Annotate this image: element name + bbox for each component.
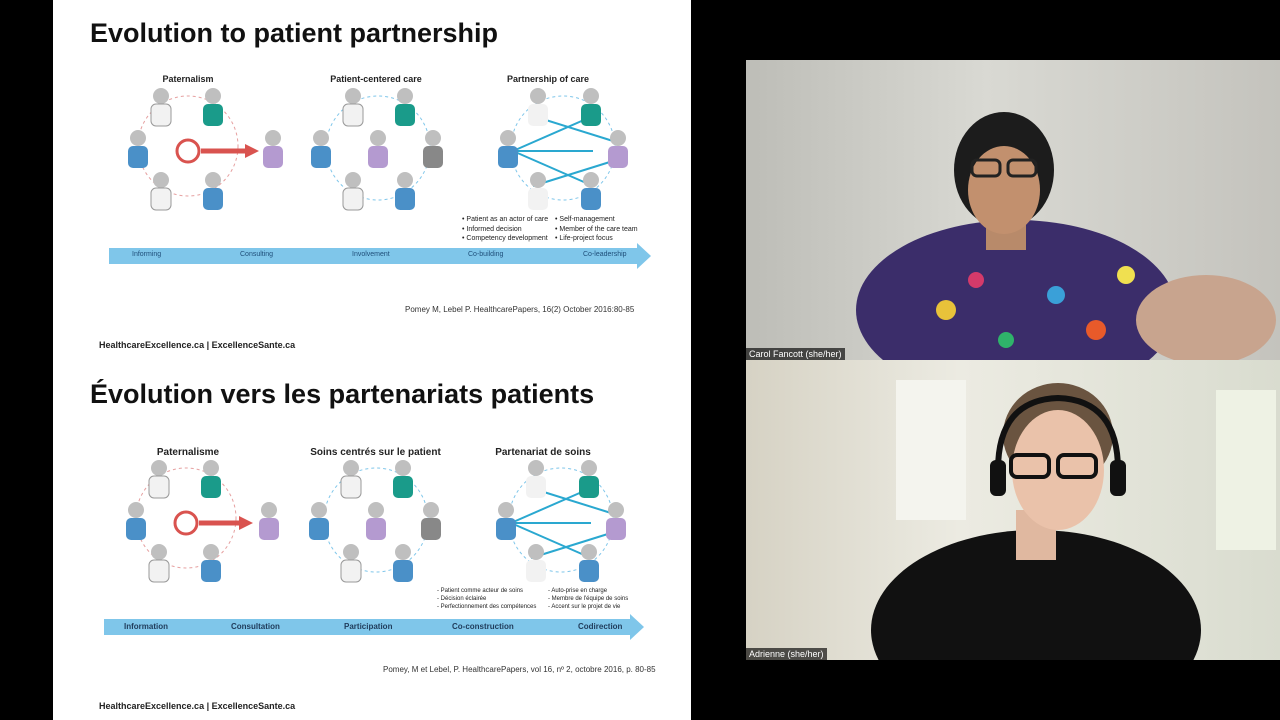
- patient-centered-model: [311, 88, 443, 211]
- participant-video-carol: [856, 112, 1276, 360]
- participant-video-adrienne: [871, 380, 1276, 660]
- slide-title-fr: Évolution vers les partenariats patients: [90, 379, 595, 409]
- column-title-patient-centered: Patient-centered care: [330, 74, 422, 84]
- stage-label: Co-construction: [452, 622, 514, 631]
- footer-fr: HealthcareExcellence.ca | ExcellenceSant…: [99, 701, 296, 711]
- stage-label: Information: [124, 622, 168, 631]
- footer-en: HealthcareExcellence.ca | ExcellenceSant…: [99, 340, 296, 350]
- bullet-item: Auto-prise en charge: [548, 587, 628, 595]
- stage-label: Informing: [132, 251, 162, 258]
- stage-label: Consulting: [240, 251, 274, 258]
- care-models-diagram-fr: [126, 460, 626, 583]
- bullets-right-fr: Auto-prise en charge Membre de l'équipe …: [548, 587, 628, 611]
- bullets-right-en: Self-management Member of the care team …: [555, 215, 638, 244]
- bullet-item: Décision éclairée: [437, 595, 536, 603]
- bullet-item: Perfectionnement des compétences: [437, 603, 537, 611]
- column-title-partenariat: Partenariat de soins: [495, 447, 591, 458]
- partnership-model: [498, 88, 628, 210]
- bullet-item: Accent sur le projet de vie: [548, 603, 628, 611]
- engagement-continuum-arrow-fr: Information Consultation Participation C…: [104, 614, 644, 640]
- bullet-item: Self-management: [555, 215, 638, 225]
- paternalism-model: [126, 460, 279, 583]
- column-title-partnership: Partnership of care: [506, 74, 590, 84]
- bullets-left-fr: Patient comme acteur de soins Décision é…: [437, 587, 537, 611]
- bullet-item: Member of the care team: [555, 225, 637, 235]
- participant-name-label: Adrienne (she/her): [746, 648, 827, 660]
- column-title-paternalisme: Paternalisme: [156, 447, 220, 458]
- patient-centered-model: [309, 460, 441, 583]
- slide-title-en: Evolution to patient partnership: [90, 18, 499, 48]
- stage-label: Co-leadership: [583, 251, 627, 258]
- bullet-item: Patient as an actor of care: [462, 215, 548, 225]
- video-tile-adrienne[interactable]: Adrienne (she/her): [746, 360, 1280, 660]
- video-tile-carol[interactable]: Carol Fancott (she/her): [746, 60, 1280, 360]
- stage-label: Co-building: [468, 251, 504, 258]
- shared-slide: Evolution to patient partnership Paterna…: [53, 0, 691, 720]
- stage-label: Codirection: [578, 622, 623, 631]
- bullet-item: Competency development: [462, 234, 548, 244]
- partnership-model: [496, 460, 626, 582]
- paternalism-model: [128, 88, 283, 211]
- stage-label: Consultation: [231, 622, 280, 631]
- column-title-soins-centres: Soins centrés sur le patient: [310, 447, 441, 458]
- bullet-item: Patient comme acteur de soins: [437, 587, 536, 595]
- citation-fr: Pomey, M et Lebel, P. HealthcarePapers, …: [383, 665, 656, 674]
- stage-label: Participation: [344, 622, 393, 631]
- stage-label: Involvement: [352, 251, 390, 258]
- care-models-diagram-en: [128, 88, 628, 211]
- engagement-continuum-arrow-en: Informing Consulting Involvement Co-buil…: [109, 243, 651, 269]
- bullet-item: Life-project focus: [555, 234, 638, 244]
- citation-en: Pomey M, Lebel P. HealthcarePapers, 16(2…: [405, 305, 635, 314]
- participant-name-label: Carol Fancott (she/her): [746, 348, 845, 360]
- column-title-paternalism: Paternalism: [162, 74, 214, 84]
- bullets-left-en: Patient as an actor of care Informed dec…: [462, 215, 548, 244]
- bullet-item: Membre de l'équipe de soins: [548, 595, 629, 603]
- bullet-item: Informed decision: [462, 225, 548, 235]
